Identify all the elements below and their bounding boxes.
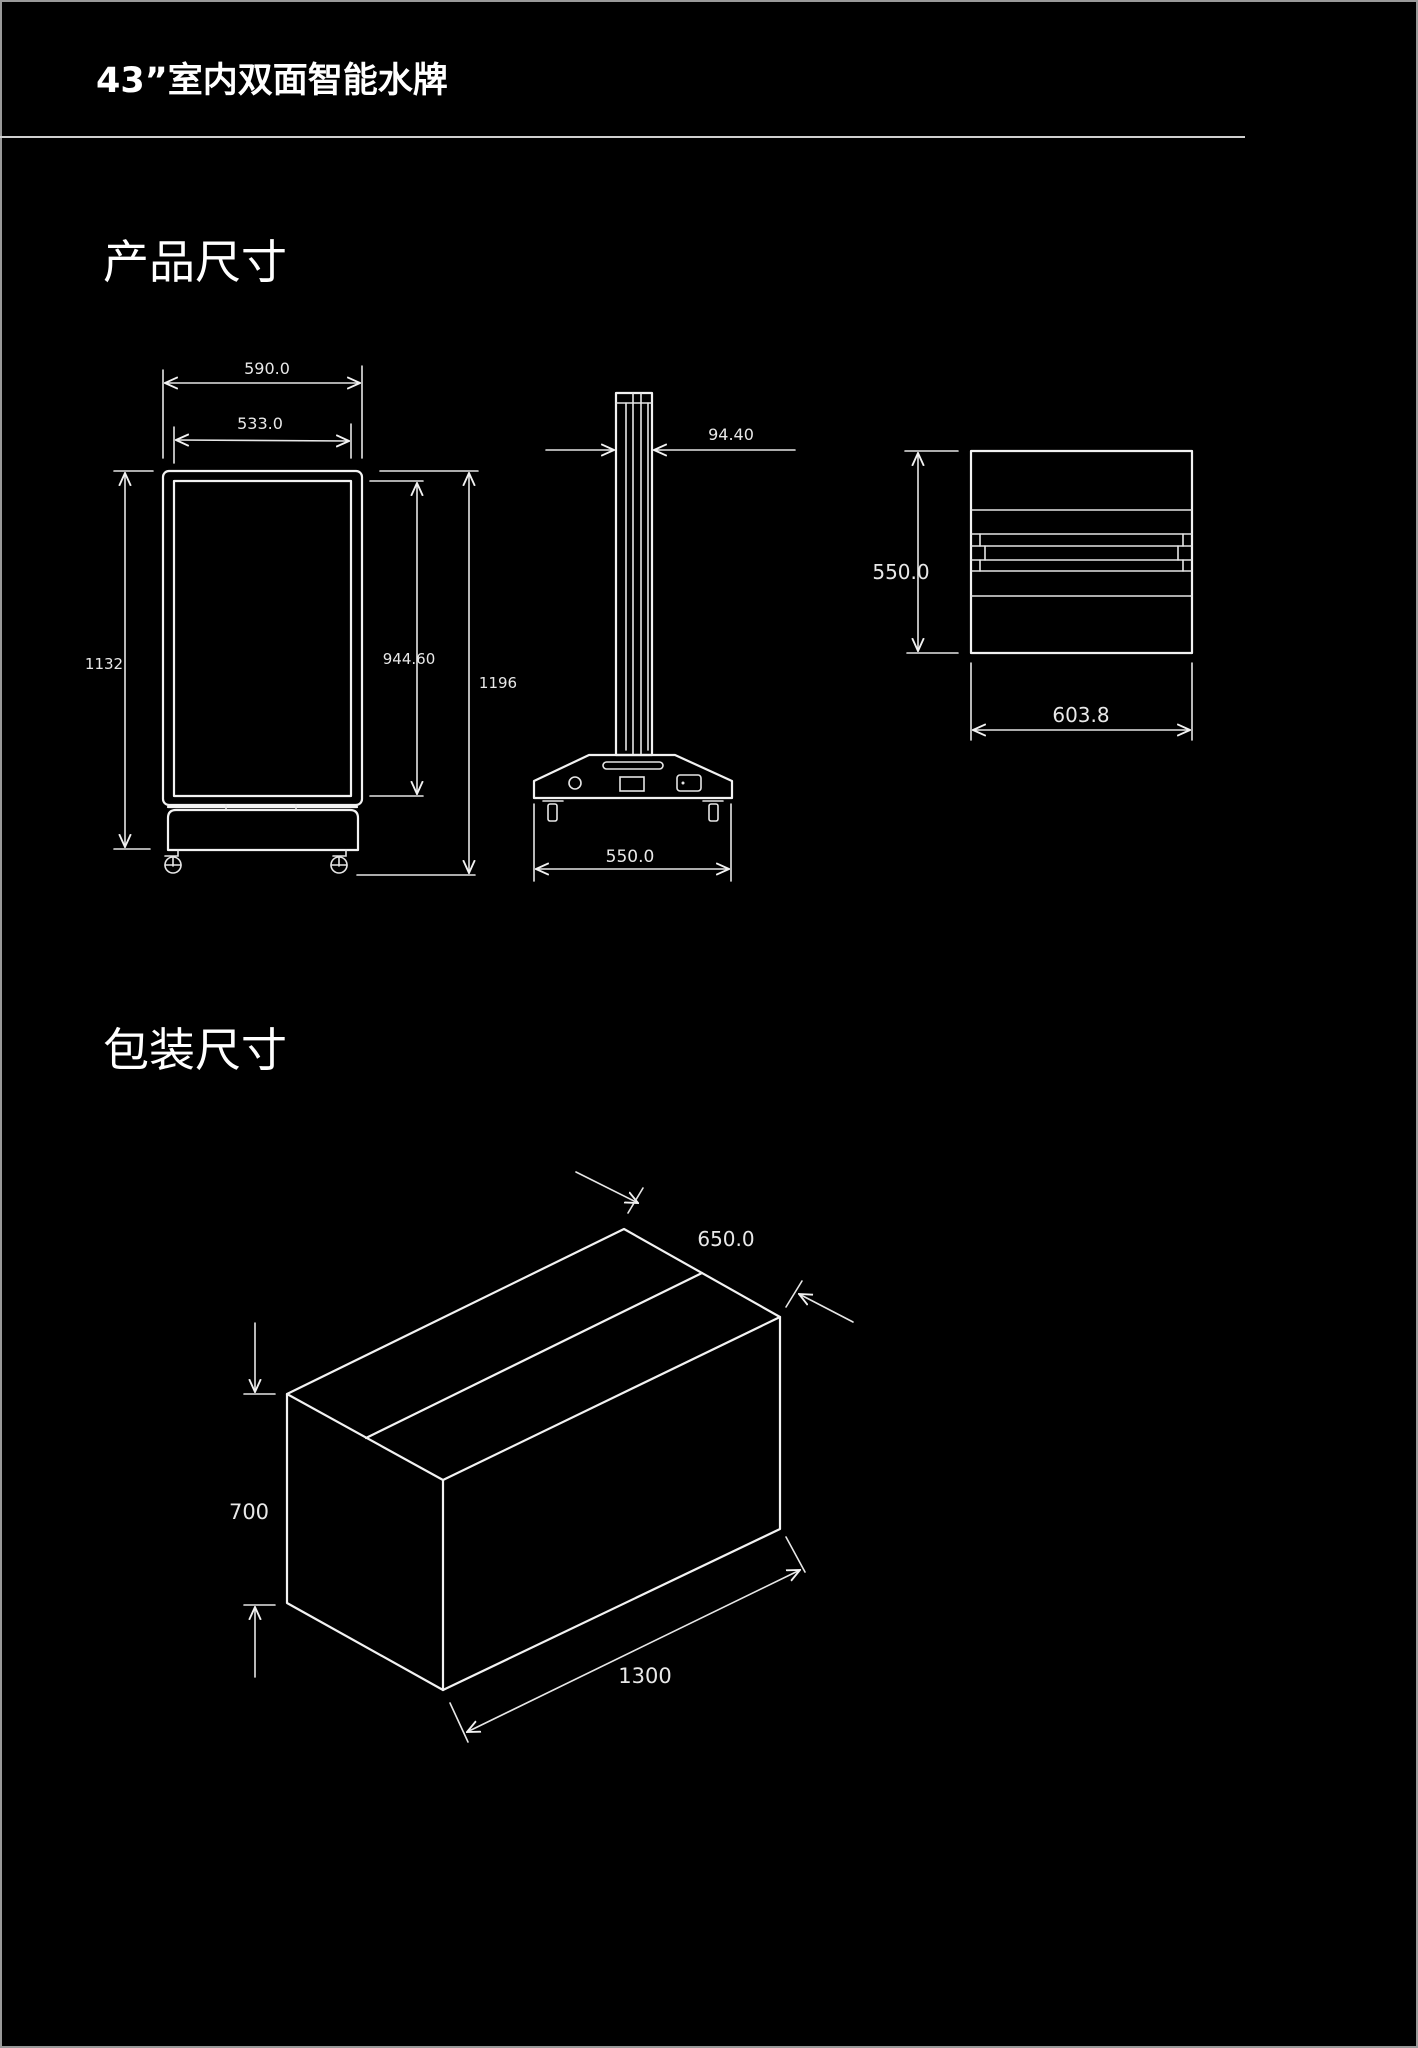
box-tape-line [364,1271,704,1440]
side-base-button [568,776,582,790]
front-base [166,808,360,852]
dim-label-body-height: 1132 [85,655,123,673]
header-divider [0,136,1245,138]
front-screen [172,479,353,798]
side-view: 94.40 550.0 [532,391,796,882]
package-box: 650.0 700 1300 [229,1171,854,1743]
dim-arrow-depth-in [575,1171,638,1203]
dim-arrow-depth-out [799,1294,854,1323]
side-base-slot [602,761,664,770]
dim-tick [449,1702,469,1743]
side-base-port-dot [681,781,685,785]
front-caster-left [164,849,182,874]
box-front-face [441,1315,782,1692]
dim-label-top-depth: 550.0 [872,560,929,584]
dim-label-overall-width: 590.0 [244,359,290,378]
dim-tick [785,1536,806,1573]
front-caster-right [330,849,348,874]
top-outline [969,449,1194,655]
section-heading-package-dimensions: 包装尺寸 [103,1023,287,1077]
side-base-port [676,774,702,792]
side-caster-right [702,800,724,822]
dim-label-box-length: 1300 [618,1664,671,1688]
front-view: 590.0 533.0 1132 944.60 1196 [85,359,517,876]
box-top-face [285,1227,782,1482]
side-base [532,753,734,800]
top-view: 550.0 603.8 [872,449,1194,741]
dim-tick [785,1280,803,1308]
dim-label-screen-width: 533.0 [237,414,283,433]
dim-label-screen-height: 944.60 [383,650,436,668]
dim-line-screen-width [176,440,349,441]
dim-label-box-height: 700 [229,1500,269,1524]
side-caster-left [542,800,564,822]
page-title: 43”室内双面智能水牌 [96,61,448,101]
section-heading-product-dimensions: 产品尺寸 [103,235,287,289]
dim-label-top-width: 603.8 [1052,703,1109,727]
front-frame-outer [161,469,364,807]
side-base-display [619,776,645,792]
dim-label-box-depth: 650.0 [697,1227,754,1251]
dim-label-base-depth: 550.0 [606,847,655,867]
dim-line-box-length [467,1570,800,1732]
dim-tick [627,1187,644,1214]
box-left-face [285,1392,445,1692]
dim-label-overall-height: 1196 [479,674,517,692]
dim-label-thickness: 94.40 [708,425,754,444]
side-pole-outer [614,391,654,757]
